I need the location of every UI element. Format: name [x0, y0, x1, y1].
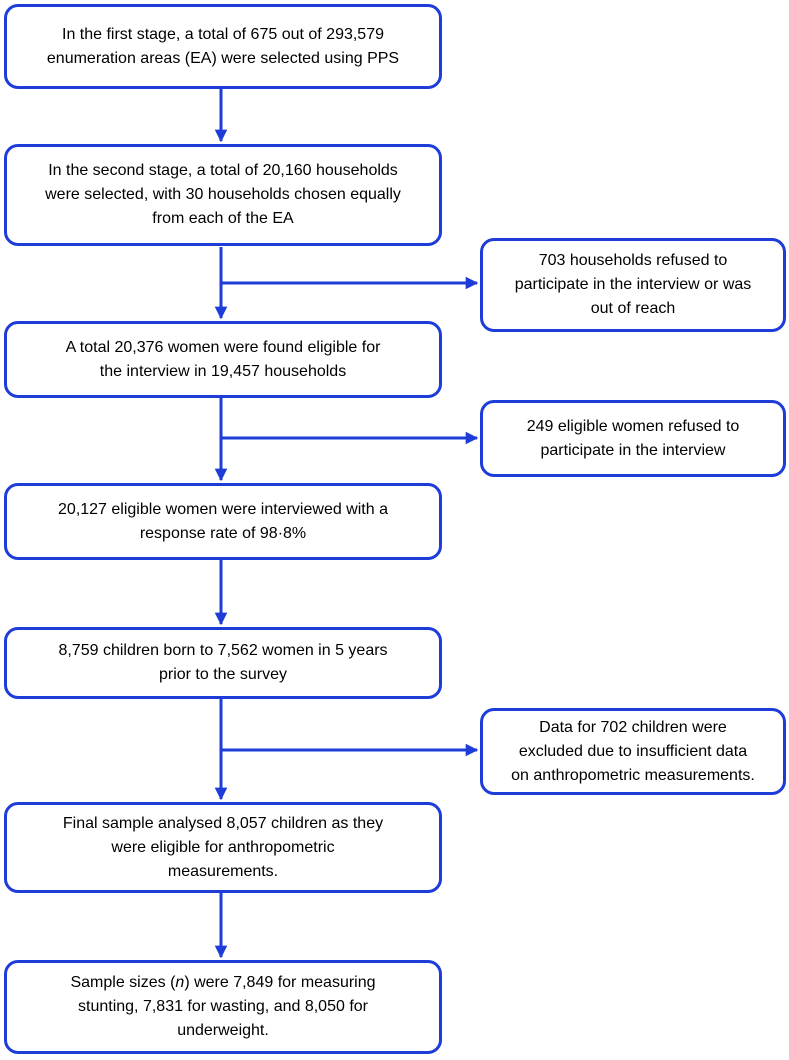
flow-box-text: 249 eligible women refused to participat… — [526, 417, 740, 459]
flow-box-text: 703 households refused to participate in… — [514, 252, 752, 317]
flow-box-final-sample: Final sample analysed 8,057 children as … — [4, 802, 442, 893]
flow-box-text: Final sample analysed 8,057 children as … — [62, 814, 384, 880]
flow-box-children-excluded: Data for 702 children were excluded due … — [480, 708, 786, 795]
flow-box-eligible-women: A total 20,376 women were found eligible… — [4, 321, 442, 398]
flow-box-households-refused: 703 households refused to participate in… — [480, 238, 786, 332]
flow-box-text: In the second stage, a total of 20,160 h… — [45, 162, 401, 227]
flow-box-women-refused: 249 eligible women refused to participat… — [480, 400, 786, 477]
sample-sizes-italic-n: n — [175, 974, 185, 991]
flow-box-stage2-households: In the second stage, a total of 20,160 h… — [4, 144, 442, 246]
flow-box-stage1-ea-selection: In the first stage, a total of 675 out o… — [4, 4, 442, 89]
flow-box-interviewed-women: 20,127 eligible women were interviewed w… — [4, 483, 442, 560]
flow-box-text: Data for 702 children were excluded due … — [511, 718, 755, 784]
flow-box-text: A total 20,376 women were found eligible… — [65, 338, 381, 380]
flow-box-text: 20,127 eligible women were interviewed w… — [58, 500, 388, 542]
sample-sizes-prefix: Sample sizes ( — [70, 974, 176, 991]
flow-box-text: In the first stage, a total of 675 out o… — [46, 25, 400, 67]
flow-box-sample-sizes: Sample sizes (n) were 7,849 for measurin… — [4, 960, 442, 1054]
sample-sizes-suffix: ) were 7,849 for measuring stunting, 7,8… — [78, 974, 376, 1039]
flow-box-text: Sample sizes (n) were 7,849 for measurin… — [70, 971, 375, 1043]
flow-box-children-born: 8,759 children born to 7,562 women in 5 … — [4, 627, 442, 699]
flow-box-text: 8,759 children born to 7,562 women in 5 … — [58, 642, 388, 683]
